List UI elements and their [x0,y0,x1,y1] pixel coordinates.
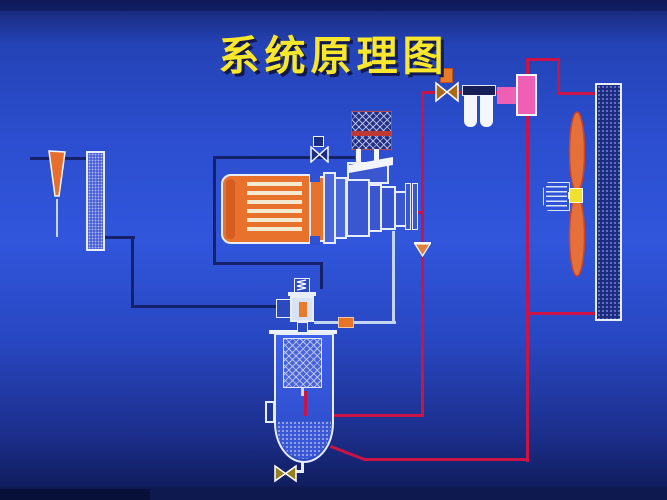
top-line-to-valve [421,91,501,94]
liquid-line-vertical [526,114,529,462]
filter-leg-right [374,149,379,162]
pink-fitting-arm [497,87,520,104]
equalizer-line-horizontal [314,321,396,324]
motor-end-cap [226,179,235,239]
enclosure-left-line [213,156,216,265]
tank-dip-tube [304,391,307,416]
suction-valve-icon [310,146,329,163]
motor-body [221,174,313,244]
discharge-flange-b [412,183,418,230]
enclosure-top-line [213,156,355,159]
thermometer-icon [48,150,66,197]
suction-valve-stem [313,136,324,147]
tank-side-bracket [265,401,275,423]
discharge-valve-icon [435,81,459,103]
flange-notch-top [310,173,320,182]
expansion-valve-body [290,296,314,322]
tank-inner-filter [283,338,322,388]
fan-hub [569,188,583,203]
tank-inlet-horizontal [304,414,424,417]
bottom-shade-band [0,487,667,500]
air-filter [351,111,392,150]
slide-title: 系统原理图 [218,32,449,80]
suction-filter-column [86,151,105,251]
filter-mount-plate [349,157,393,173]
discharge-riser [421,93,424,244]
discharge-valve-actuator [440,68,453,83]
thermometer-needle [56,199,58,237]
equalizer-line-vertical [392,231,395,324]
expansion-valve-side-box [276,299,291,318]
suction-pipe-to-valve [131,305,279,308]
condenser-outlet-pipe [526,312,598,315]
motor-cooling-fins [247,182,302,236]
expansion-valve-spring-box [294,278,310,293]
top-shade-band [0,0,667,11]
suction-pipe-column-out [104,236,135,239]
dryer-cartridge-right [480,95,493,127]
drain-valve-icon [274,464,297,483]
fitting-up-stub [526,58,529,77]
spring-icon [296,279,307,291]
bypass-down-pipe [421,256,424,417]
expansion-valve-core [299,302,307,317]
dryer-filter-cap [462,85,496,96]
condenser-inlet-drop [557,58,560,95]
top-jog-horizontal [526,58,559,61]
condenser-coil [595,83,622,321]
expansion-valve-stem [297,322,308,333]
enclosure-bottom-line [213,262,323,265]
bottom-return-pipe [364,458,528,461]
enclosure-drop-line [320,262,323,289]
fan-motor-grille [546,186,567,207]
drain-pipe-horizontal [294,470,303,473]
bottom-left-dark-band [0,489,150,500]
pink-fitting-body [516,74,537,116]
expansion-valve-flange [288,292,316,296]
orifice-component [338,317,354,328]
tank-filter-tube [301,388,304,396]
air-filter-band [352,131,391,136]
fan-motor [543,182,570,211]
dryer-cartridge-left [464,95,477,127]
check-valve-icon [413,242,432,258]
discharge-flange-a [405,183,411,230]
condenser-inlet-pipe [557,92,599,95]
filter-leg-left [356,149,361,162]
bottom-return-diagonal [329,445,367,462]
pump-body [346,179,370,237]
drain-pipe-vertical [301,461,304,473]
flange-notch-bottom [310,236,320,245]
suction-pipe-down [131,236,134,308]
